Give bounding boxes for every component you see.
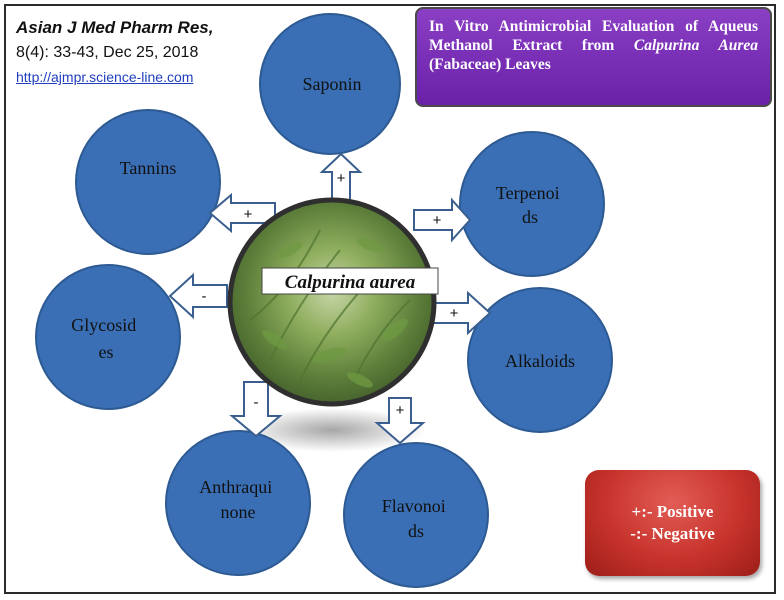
node-alkaloids-label: Alkaloids <box>505 351 575 371</box>
svg-text:Saponin: Saponin <box>302 74 361 94</box>
svg-text:Glycosid es: Glycosid es <box>71 315 141 362</box>
node-saponin: Saponin <box>259 13 401 155</box>
svg-text:Calpurina aurea: Calpurina aurea <box>285 272 416 293</box>
svg-text:Flavonoi ds: Flavonoi ds <box>382 496 451 541</box>
title-text-part1: In Vitro Antimicrobial Evaluation of Aqu… <box>429 18 758 54</box>
node-anthraquinone: Anthraqui none <box>165 430 311 576</box>
svg-text:Terpenoi ds: Terpenoi ds <box>496 183 564 227</box>
sign-flavonoids: + <box>396 402 405 419</box>
arrow-to-terpenoids <box>413 197 472 243</box>
legend-negative: -:- Negative <box>630 524 715 543</box>
svg-text:Anthraqui none: Anthraqui none <box>199 477 276 522</box>
title-box: In Vitro Antimicrobial Evaluation of Aqu… <box>415 7 772 107</box>
arrow-to-alkaloids <box>431 290 492 336</box>
center-shadow <box>237 408 427 452</box>
node-tannins-label: Tannins <box>120 158 177 178</box>
sign-alkaloids: + <box>450 305 459 322</box>
sign-glycosides: - <box>202 288 207 305</box>
node-terpenoids-label-1: Terpenoi <box>496 183 560 203</box>
arrow-to-anthraquinone <box>229 381 283 438</box>
node-tannins: Tannins <box>75 109 221 255</box>
journal-name: Asian J Med Pharm Res, <box>16 18 214 37</box>
node-flavonoids-label-1: Flavonoi <box>382 496 446 516</box>
node-alkaloids: Alkaloids <box>467 287 613 433</box>
svg-text:Tannins: Tannins <box>120 158 177 178</box>
sign-saponin: + <box>337 170 346 187</box>
node-saponin-label: Saponin <box>302 74 361 94</box>
node-glycosides-label-2: es <box>99 342 114 362</box>
arrow-to-glycosides <box>168 272 228 320</box>
sign-tannins: + <box>244 206 253 223</box>
node-terpenoids: Terpenoi ds <box>459 131 605 277</box>
sign-anthraquinone: - <box>254 394 259 411</box>
journal-url-link[interactable]: http://ajmpr.science-line.com <box>16 69 194 85</box>
journal-volume: 8(4): 33-43, Dec 25, 2018 <box>16 44 199 61</box>
title-species: Calpurina Aurea <box>633 37 758 54</box>
node-flavonoids-label-2: ds <box>408 521 424 541</box>
legend-box: +:- Positive -:- Negative <box>585 470 760 576</box>
svg-text:Alkaloids: Alkaloids <box>505 351 575 371</box>
arrow-to-flavonoids <box>374 397 426 445</box>
node-flavonoids: Flavonoi ds <box>343 442 489 588</box>
center-label: Calpurina aurea <box>285 272 416 293</box>
center-plant-image: Calpurina aurea <box>227 197 439 407</box>
node-anthraquinone-label-1: Anthraqui <box>199 477 272 497</box>
node-glycosides-label-1: Glycosid <box>71 315 136 335</box>
sign-terpenoids: + <box>433 212 442 229</box>
node-glycosides: Glycosid es <box>35 264 181 410</box>
node-anthraquinone-label-2: none <box>221 502 256 522</box>
title-text-part2: (Fabaceae) Leaves <box>429 56 551 73</box>
legend-positive: +:- Positive <box>631 502 714 521</box>
journal-citation: Asian J Med Pharm Res, 8(4): 33-43, Dec … <box>16 16 246 88</box>
node-terpenoids-label-2: ds <box>522 207 538 227</box>
